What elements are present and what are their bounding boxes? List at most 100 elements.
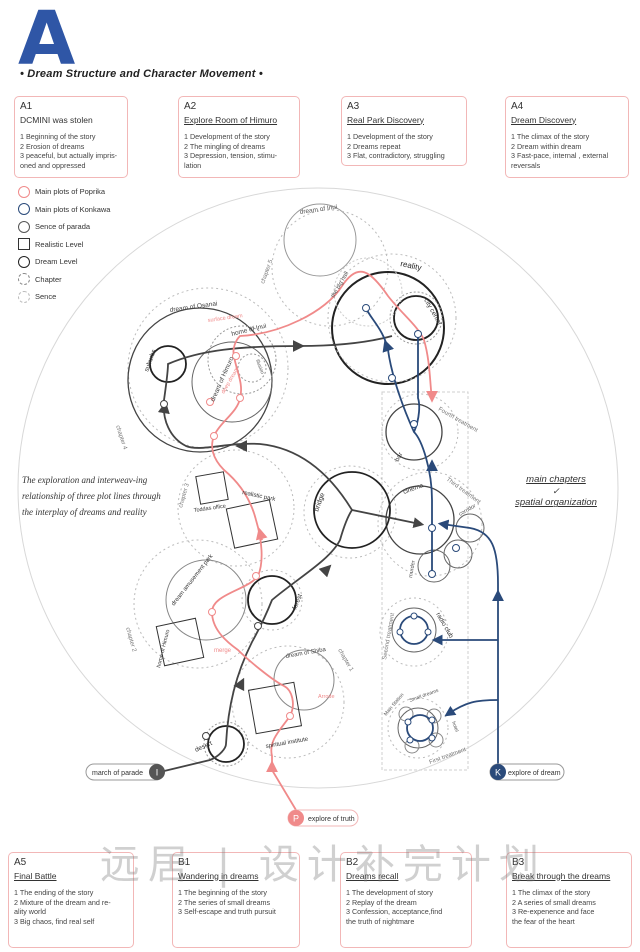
label-corridor: corridor bbox=[458, 503, 477, 518]
legend-label: Dream Level bbox=[35, 257, 78, 267]
poprika-node bbox=[208, 608, 216, 616]
konkawa-node bbox=[428, 716, 436, 724]
watermark: 远居 | 设计补完计划 bbox=[100, 842, 547, 888]
label-bar: bar bbox=[394, 451, 405, 463]
konkawa-to-first bbox=[444, 699, 499, 717]
parade-arrow-3 bbox=[318, 564, 332, 578]
desert-ring bbox=[203, 721, 249, 767]
label-dream-amusement-park: dream amusement park bbox=[171, 553, 215, 607]
card-a4: A4 Dream Discovery 1 The climax of the s… bbox=[511, 100, 631, 171]
side-description: The exploration and interweav-ing relati… bbox=[22, 475, 161, 517]
realistic-park-square bbox=[225, 499, 279, 549]
label-dream-of-osanai: dream of Osanai bbox=[169, 300, 218, 314]
poprika-node bbox=[286, 712, 294, 720]
konkawa-node bbox=[428, 570, 436, 578]
legend-item-realistic: Realistic Level bbox=[18, 236, 110, 254]
legend-item-chapter: Chapter bbox=[18, 271, 110, 289]
label-second-treatment: Second treatment bbox=[382, 612, 396, 660]
card-line: reversals bbox=[511, 161, 541, 171]
label-realistic-park: realistic park bbox=[242, 490, 277, 503]
check-icon: ✓ bbox=[552, 486, 560, 497]
label-arrow: Arrode bbox=[318, 694, 335, 700]
gray-circle-icon bbox=[18, 220, 30, 233]
treatment-column bbox=[381, 391, 469, 771]
card-line: 3 Self-escape and truth pursuit bbox=[178, 907, 276, 917]
label-main-station: Main Station bbox=[383, 692, 406, 717]
home-of-himuro-square bbox=[155, 617, 205, 667]
blue-circle-icon bbox=[18, 203, 30, 216]
label-city-center: city center bbox=[422, 298, 443, 328]
right-line-1: main chapters bbox=[526, 474, 586, 485]
chapter3-circle bbox=[177, 449, 295, 567]
konkawa-upper bbox=[365, 307, 433, 574]
poprika-node bbox=[252, 572, 260, 580]
dream-of-inui-circle bbox=[283, 203, 357, 277]
konkawa-node bbox=[410, 420, 418, 428]
card-frame-b1 bbox=[172, 852, 300, 948]
card-line: 2 A series of small dreams bbox=[512, 897, 596, 907]
dream-of-himuro-circle bbox=[191, 341, 273, 423]
legend-item-parade: Sence of parada bbox=[18, 218, 110, 236]
chapter5-circle bbox=[271, 209, 389, 327]
chapter2-circle bbox=[133, 539, 263, 669]
konkawa-city bbox=[413, 334, 421, 433]
card-title: Real Park Discovery bbox=[347, 114, 424, 125]
label-dream-of-inui: dream of Inui bbox=[299, 204, 338, 216]
konkawa-node bbox=[428, 734, 436, 742]
card-a1: A1 DCMINI was stolen 1 Beginning of the … bbox=[20, 100, 138, 171]
card-title: Break through the dreams bbox=[512, 870, 611, 881]
label-reality: reality bbox=[400, 259, 423, 272]
dashed-circle-icon bbox=[18, 273, 30, 286]
label-suburbs: suburbs bbox=[143, 348, 158, 373]
legend: Main plots of Poprika Main plots of Konk… bbox=[18, 183, 110, 306]
label-first-treatment: First treatment bbox=[429, 747, 468, 766]
card-line: 3 Fast-pace, internal , external bbox=[511, 151, 609, 161]
label-chapter4: chapter 4 bbox=[114, 425, 128, 451]
parade-badge bbox=[149, 764, 165, 780]
label-big-hall: the big hall bbox=[331, 271, 351, 299]
konkawa-node bbox=[414, 330, 422, 338]
label-murder: murder bbox=[408, 560, 417, 578]
legend-label: Realistic Level bbox=[35, 239, 84, 249]
dream-badge bbox=[490, 764, 506, 780]
card-b3: B3 Break through the dreams 1 The climax… bbox=[512, 856, 630, 927]
legend-label: Main plots of Poprika bbox=[35, 187, 106, 197]
card-code: A1 bbox=[20, 101, 33, 112]
card-line: 3 Re-expenence and face bbox=[512, 907, 595, 917]
label-bridge: bridge bbox=[313, 492, 326, 513]
card-a5: A5 Final Battle 1 The ending of the stor… bbox=[14, 856, 132, 927]
card-code: A4 bbox=[511, 101, 524, 112]
forest-ring bbox=[241, 569, 303, 631]
card-b1: B1 Wandering in dreams 1 The beginning o… bbox=[178, 856, 302, 917]
card-frame-a5 bbox=[8, 852, 134, 948]
card-code: B1 bbox=[178, 857, 191, 868]
card-line: 1 Development of the story bbox=[184, 131, 270, 141]
konkawa-node bbox=[404, 718, 412, 726]
dream-of-shiba-circle bbox=[273, 649, 335, 711]
poprika-node bbox=[232, 352, 240, 360]
legend-item-sence: Sence bbox=[18, 288, 110, 306]
label-chapter2: chapter 2 bbox=[124, 627, 137, 653]
second-treatment-circle bbox=[379, 597, 449, 667]
card-line: 1 The climax of the story bbox=[511, 131, 590, 141]
card-line: 1 The development of story bbox=[346, 887, 433, 897]
main-boundary bbox=[17, 187, 619, 789]
poprika-node bbox=[206, 398, 214, 406]
card-line: 2 Dream within dream bbox=[511, 141, 582, 151]
right-description: main chapters ✓ spatial organization bbox=[496, 473, 616, 511]
konkawa-node bbox=[406, 736, 414, 744]
label-third-treatment: Third treatment bbox=[445, 477, 482, 506]
legend-label: Sence of parada bbox=[35, 222, 91, 232]
legend-item-dream: Dream Level bbox=[18, 253, 110, 271]
konkawa-node bbox=[396, 628, 404, 636]
card-code: B2 bbox=[346, 857, 359, 868]
parade-arrow-4 bbox=[233, 677, 245, 692]
poprika-path bbox=[211, 270, 433, 811]
label-hotel: hotel bbox=[450, 721, 459, 733]
label-spiritual-institute: spiritual institute bbox=[265, 736, 309, 749]
card-frame-a2 bbox=[178, 96, 300, 178]
card-a3: A3 Real Park Discovery 1 Development of … bbox=[347, 100, 471, 161]
parade-badge-letter: I bbox=[156, 768, 159, 778]
card-line: ality world bbox=[14, 907, 46, 917]
